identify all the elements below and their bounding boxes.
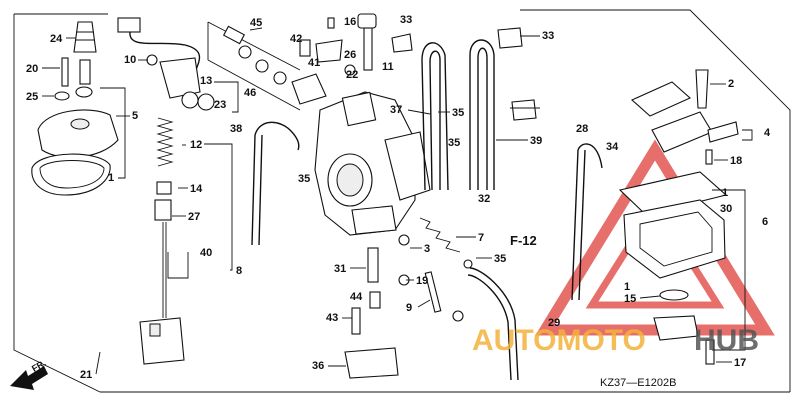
float-chamber-assembly [618, 69, 739, 365]
callout-3: 3 [424, 243, 430, 255]
callout-22: 22 [346, 69, 358, 81]
callout-25: 25 [26, 91, 38, 103]
callout-1b: 1 [722, 187, 728, 199]
needle-spring-stack [139, 117, 185, 365]
callout-14: 14 [190, 183, 203, 195]
bracket-lines [100, 27, 753, 351]
drawing-code: KZ37—E1202B [600, 377, 676, 389]
callout-18: 18 [730, 155, 742, 167]
callout-34: 34 [606, 141, 619, 153]
callout-13: 13 [200, 75, 212, 87]
callout-29: 29 [548, 317, 560, 329]
watermark-logo: AUTOMOTO HUB [472, 324, 759, 357]
callout-39: 39 [530, 135, 542, 147]
callout-19: 19 [416, 275, 428, 287]
sensor-wire-assembly [117, 17, 215, 111]
callout-12: 12 [190, 139, 202, 151]
callout-20: 20 [26, 63, 38, 75]
vent-hoses [251, 39, 603, 381]
callout-30: 30 [720, 203, 732, 215]
callout-40: 40 [200, 247, 212, 259]
callout-32: 32 [478, 193, 490, 205]
callout-33a: 33 [400, 14, 412, 26]
callout-36: 36 [312, 360, 324, 372]
callout-37: 37 [390, 104, 402, 116]
callout-6: 6 [762, 216, 768, 228]
callout-26: 26 [344, 49, 356, 61]
callout-43: 43 [326, 312, 338, 324]
callout-21: 21 [80, 369, 92, 381]
leader-lines [42, 35, 732, 375]
callout-38: 38 [230, 123, 242, 135]
callout-8: 8 [236, 265, 242, 277]
callout-5: 5 [132, 110, 138, 122]
callout-16: 16 [344, 16, 356, 28]
callout-24: 24 [50, 33, 63, 45]
callout-28: 28 [576, 123, 588, 135]
callout-15: 15 [624, 293, 636, 305]
callout-33b: 33 [542, 30, 554, 42]
watermark-hub-text: HUB [694, 324, 759, 357]
linkage-parts [207, 13, 537, 121]
callout-1: 1 [108, 172, 114, 184]
callout-45: 45 [250, 17, 262, 29]
callout-35d: 35 [494, 253, 506, 265]
callout-9: 9 [406, 302, 412, 314]
callout-27: 27 [188, 211, 200, 223]
callout-7: 7 [478, 232, 484, 244]
callout-2: 2 [728, 78, 734, 90]
callout-44: 44 [350, 291, 363, 303]
carburetor-body [314, 91, 431, 236]
direction-arrow-icon [10, 366, 48, 390]
diagram-frame [13, 9, 791, 393]
top-cover-assembly [31, 21, 119, 196]
callout-42: 42 [290, 33, 302, 45]
callout-31: 31 [334, 263, 346, 275]
callout-23: 23 [214, 99, 226, 111]
callout-10: 10 [124, 54, 136, 66]
callout-35b: 35 [448, 137, 460, 149]
callout-35a: 35 [452, 107, 464, 119]
callout-labels: 24 20 25 5 1 10 13 23 46 45 42 16 41 26 … [26, 14, 771, 381]
section-ref-f12: F-12 [510, 233, 537, 248]
lower-parts [344, 217, 473, 379]
callout-4: 4 [764, 127, 771, 139]
callout-11: 11 [382, 61, 394, 73]
callout-17: 17 [734, 357, 746, 369]
front-direction-indicator: FR. [10, 358, 48, 390]
callout-1c: 1 [624, 281, 630, 293]
callout-46: 46 [244, 87, 256, 99]
callout-35c: 35 [298, 173, 310, 185]
watermark-auto-text: AUTOMOTO [472, 324, 646, 357]
callout-41: 41 [308, 57, 320, 69]
